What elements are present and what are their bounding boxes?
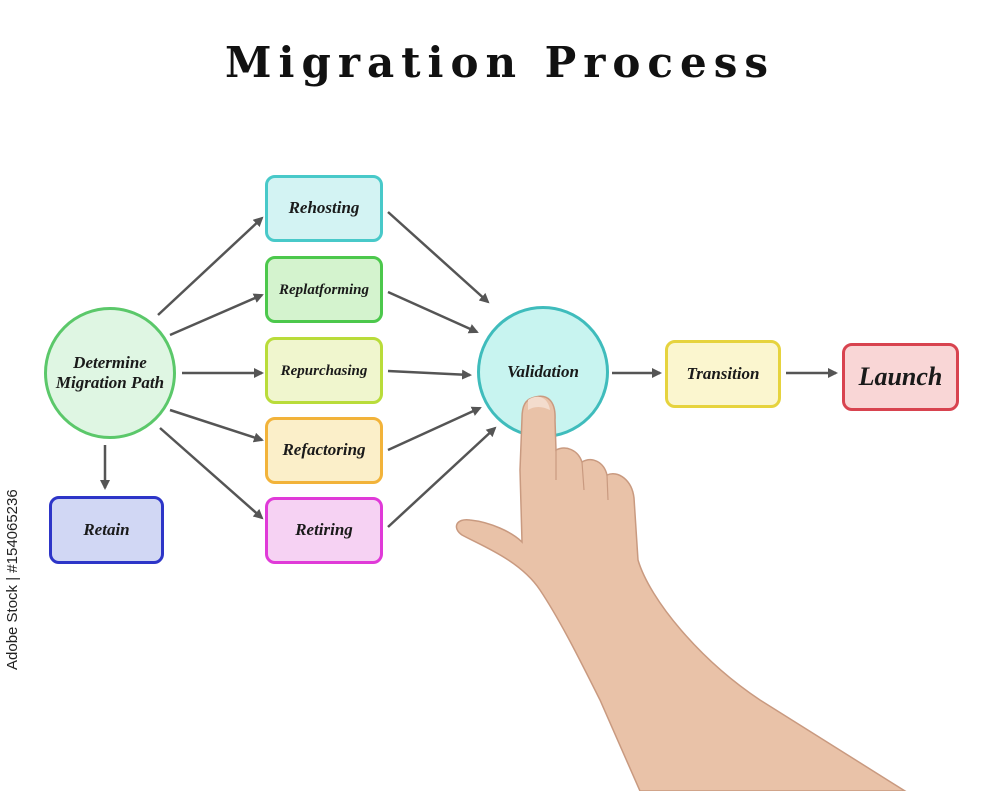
node-retiring-label: Retiring	[295, 520, 353, 540]
hand-silhouette	[455, 395, 907, 791]
arrow-determine-to-retiring	[159, 427, 264, 520]
stock-id-stamp: Adobe Stock | #154065236	[4, 489, 21, 671]
node-transition-label: Transition	[686, 363, 760, 383]
arrow-replatforming-to-validation	[387, 290, 479, 334]
node-rehosting-label: Rehosting	[288, 198, 360, 218]
node-refactoring: Refactoring	[265, 417, 383, 484]
arrow-determine-to-rehosting	[157, 216, 264, 316]
node-refactoring-label: Refactoring	[282, 440, 366, 460]
node-rehosting: Rehosting	[265, 175, 383, 242]
arrow-rehosting-to-validation	[387, 211, 490, 304]
node-determine-migration-path: Determine Migration Path	[44, 307, 176, 439]
arrow-repurchasing-to-validation	[387, 369, 472, 380]
node-determine-label: Determine Migration Path	[55, 352, 165, 392]
node-repurchasing: Repurchasing	[265, 337, 383, 404]
arrow-refactoring-to-validation	[387, 406, 482, 452]
node-validation-label: Validation	[507, 361, 579, 381]
fingernail	[528, 396, 550, 410]
node-launch-label: Launch	[858, 362, 943, 392]
node-replatforming: Replatforming	[265, 256, 383, 323]
arrow-determine-to-refactoring	[169, 408, 264, 443]
node-repurchasing-label: Repurchasing	[280, 362, 368, 379]
node-retain-label: Retain	[83, 519, 130, 539]
node-retain: Retain	[49, 496, 164, 564]
arrow-determine-to-replatforming	[169, 293, 264, 337]
node-retiring: Retiring	[265, 497, 383, 564]
arrow-retiring-to-validation	[387, 426, 497, 528]
node-launch: Launch	[842, 343, 959, 411]
node-validation: Validation	[477, 306, 609, 438]
node-replatforming-label: Replatforming	[278, 281, 369, 298]
diagram-title: Migration Process	[225, 38, 775, 87]
node-transition: Transition	[665, 340, 781, 408]
